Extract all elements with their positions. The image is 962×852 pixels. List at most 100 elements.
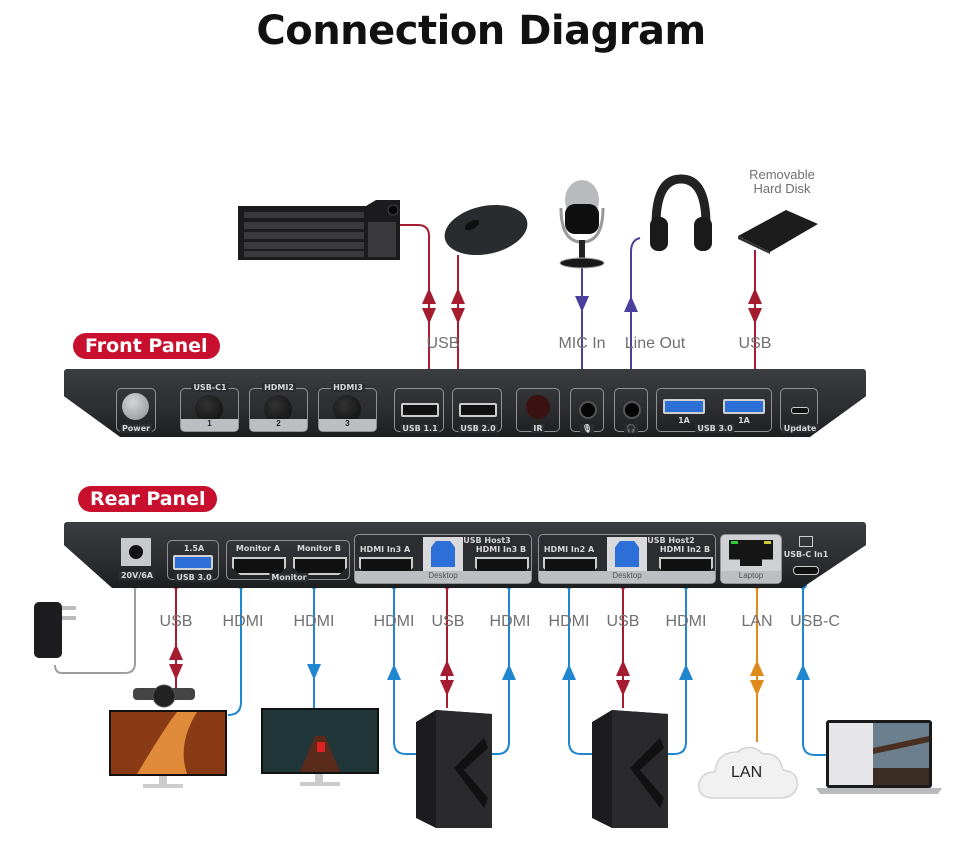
arrow-monitor-b [307, 664, 321, 680]
wire-pc3-hdmi-b [490, 588, 510, 755]
arrow-pc2-usb [616, 660, 630, 696]
rear-label-hdmi-in3b: HDMI [489, 613, 531, 630]
keyboard-icon [238, 200, 400, 260]
wire-power [54, 588, 136, 674]
desktop2-label: Desktop [539, 571, 715, 583]
usb30-label: USB 3.0 [695, 424, 735, 433]
usb30-current-1: 1A [678, 416, 690, 425]
desktop-tower-3-icon [416, 710, 492, 828]
wire-laptop-usbc [802, 588, 826, 756]
sel3-label: 3 [319, 419, 376, 431]
line-out-jack[interactable]: 🎧 [614, 388, 648, 433]
rear-label-hdmi-monitor-b: HDMI [293, 613, 335, 630]
ir-label: IR [531, 424, 545, 433]
usbc1-label: USB-C1 [191, 383, 229, 392]
usb-host3-label: USB Host3 [463, 536, 511, 545]
sel2-label: 2 [250, 419, 307, 431]
arrow-hdd-usb [748, 288, 762, 324]
wire-pc2-hdmi-b [664, 588, 687, 755]
hdmi2-label: HDMI2 [262, 383, 296, 392]
ir-receiver: IR [516, 388, 560, 433]
hdmi-in2b-label: HDMI In2 B [659, 545, 711, 554]
usb20-label: USB 2.0 [458, 424, 498, 433]
usb-c1-select-button[interactable]: USB-C1 1 [180, 383, 239, 432]
laptop-label: Laptop [721, 571, 781, 583]
usb20-port[interactable]: USB 2.0 [452, 388, 502, 433]
usb30-port-2[interactable] [723, 399, 765, 414]
rear-usb30-label: USB 3.0 [174, 573, 214, 582]
rear-label-usb-host3: USB [431, 613, 465, 630]
update-port[interactable]: Update [780, 388, 819, 433]
monitor-webcam-icon [109, 684, 227, 788]
rear-panel: 20V/6A 1.5A USB 3.0 Monitor A Monitor B … [64, 522, 866, 588]
hdmi-in2a-label: HDMI In2 A [543, 545, 595, 554]
desktop3-label: Desktop [355, 571, 531, 583]
usb-host3-port[interactable] [423, 537, 463, 571]
power-adapter-icon [34, 602, 76, 658]
rear-panel-badge: Rear Panel [78, 486, 218, 512]
usbc-in1-label: USB-C In1 [783, 550, 829, 559]
wire-pc2-hdmi-a [568, 588, 592, 755]
rear-usb-current: 1.5A [183, 544, 205, 553]
hdmi3-select-button[interactable]: HDMI3 3 [318, 383, 377, 432]
usb30-current-2: 1A [738, 416, 750, 425]
hdmi2-select-button[interactable]: HDMI2 2 [249, 383, 308, 432]
hard-disk-label-line2: Hard Disk [753, 181, 811, 196]
arrow-pc2-hdmi-a [562, 664, 576, 680]
arrow-pc3-usb [440, 660, 454, 696]
wire-keyboard-usb [398, 224, 430, 378]
microphone-icon [559, 180, 605, 269]
laptop-icon [816, 720, 942, 794]
rear-label-hdmi-in3a: HDMI [373, 613, 415, 630]
desktop-tower-2-icon [592, 710, 668, 828]
monitor-a-hdmi-port[interactable] [232, 557, 286, 575]
update-label: Update [781, 424, 819, 433]
dc-power-jack[interactable] [121, 538, 151, 566]
usb-host2-port[interactable] [607, 537, 647, 571]
wire-pc3-hdmi-a [393, 588, 416, 755]
monitor-b-label: Monitor B [296, 544, 342, 553]
hard-disk-label: Removable Hard Disk [730, 168, 834, 196]
power-icon [122, 393, 149, 420]
usb30-ports[interactable]: 1A 1A USB 3.0 [656, 388, 772, 433]
desktop3-inputs: HDMI In3 A USB Host3 HDMI In3 B Desktop [354, 534, 532, 584]
monitor-b-hdmi-port[interactable] [293, 557, 347, 575]
usb11-label: USB 1.1 [400, 424, 440, 433]
lan-port[interactable]: Laptop [720, 534, 782, 584]
usb11-port[interactable]: USB 1.1 [394, 388, 444, 433]
arrow-pc2-hdmi-b [679, 664, 693, 680]
arrow-line-out [624, 296, 638, 312]
arrow-pc3-hdmi-b [502, 664, 516, 680]
rear-label-hdmi-monitor-a: HDMI [222, 613, 264, 630]
power-button[interactable]: Power [116, 388, 156, 433]
mic-in-jack[interactable]: 🎙 [570, 388, 604, 433]
rear-usb30-port[interactable]: 1.5A USB 3.0 [167, 540, 219, 582]
power-label: Power [119, 424, 153, 433]
desktop2-inputs: HDMI In2 A USB Host2 HDMI In2 B Desktop [538, 534, 716, 584]
hdmi3-label: HDMI3 [331, 383, 365, 392]
usbc-in1-port[interactable]: USB-C In1 [784, 534, 828, 584]
headphone-small-icon: 🎧 [624, 424, 638, 433]
arrow-laptop-usbc [796, 664, 810, 680]
arrow-pc3-hdmi-a [387, 664, 401, 680]
hdmi-in3b-label: HDMI In3 B [475, 545, 527, 554]
hard-disk-icon [738, 210, 818, 254]
wire-monitor-a [227, 588, 242, 716]
power-in-label: 20V/6A [118, 571, 156, 580]
front-label-usb-kb-mouse: USB [426, 335, 460, 352]
arrow-mic-in [575, 296, 589, 312]
headphones-icon [650, 174, 712, 251]
cloud-icon [698, 746, 798, 799]
rear-label-usb-webcam: USB [159, 613, 193, 630]
rear-label-lan: LAN [741, 613, 773, 630]
arrow-webcam-usb [169, 644, 183, 680]
microphone-small-icon: 🎙 [579, 424, 595, 433]
diagram-title: Connection Diagram [256, 8, 706, 54]
rear-label-hdmi-in2a: HDMI [548, 613, 590, 630]
front-panel-badge: Front Panel [73, 333, 220, 359]
rear-label-usb-c: USB-C [790, 613, 840, 630]
lan-cloud-label: LAN [731, 764, 763, 781]
usb30-port-1[interactable] [663, 399, 705, 414]
monitor-outputs: Monitor A Monitor B Monitor [226, 540, 350, 582]
laptop-small-icon [799, 536, 813, 547]
